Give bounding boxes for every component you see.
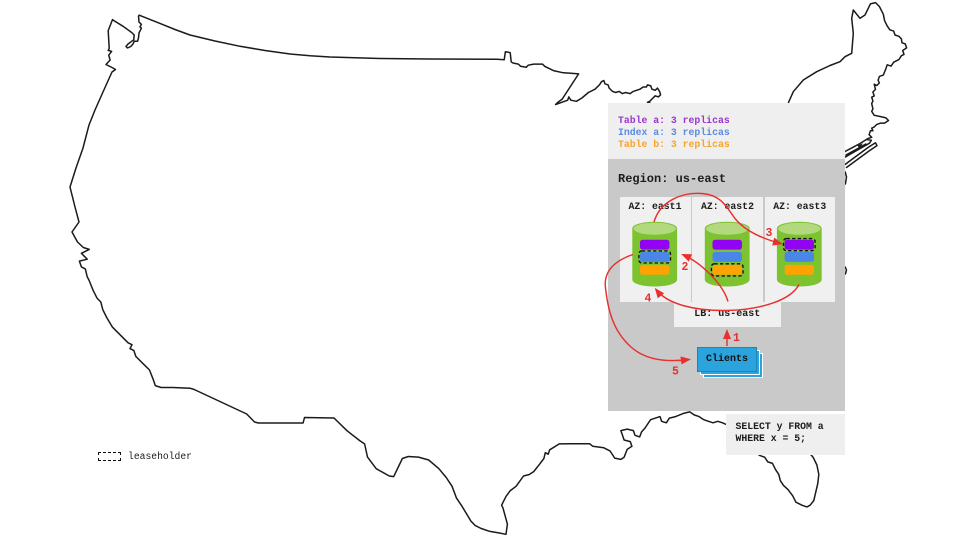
- svg-text:2: 2: [682, 261, 689, 274]
- svg-text:1: 1: [733, 332, 740, 345]
- svg-text:4: 4: [645, 293, 652, 306]
- svg-text:3: 3: [766, 227, 773, 240]
- svg-text:5: 5: [672, 366, 679, 379]
